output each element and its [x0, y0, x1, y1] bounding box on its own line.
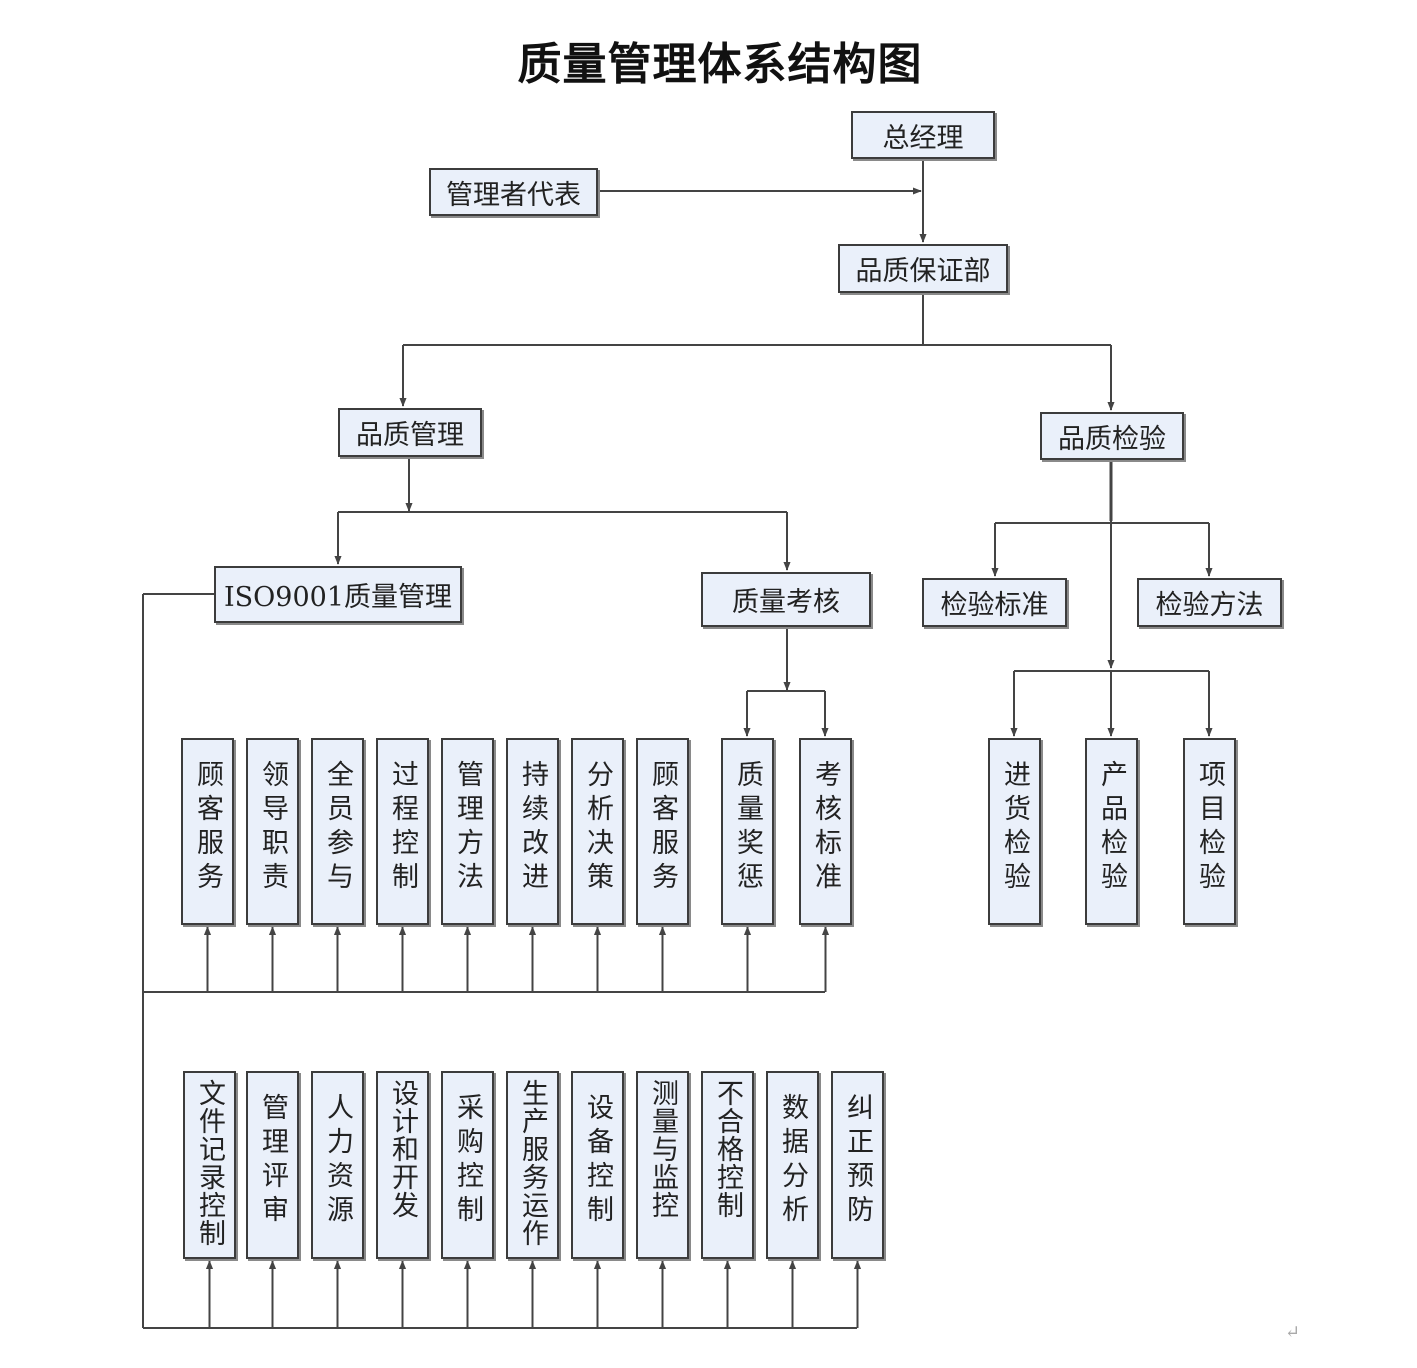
quality-inspection-box: 品质检验 [1040, 412, 1184, 460]
row2-item-label: 设计和开发 [387, 1079, 418, 1219]
row2-item-label: 纠正预防 [842, 1093, 873, 1229]
general-manager-box: 总经理 [851, 111, 995, 159]
row2-item-label: 采购控制 [452, 1093, 483, 1229]
row2-item-11: 纠正预防 [831, 1071, 884, 1259]
row2-item-10: 数据分析 [766, 1071, 819, 1259]
row1-item-3: 全员参与 [311, 738, 364, 925]
row2-item-3: 人力资源 [311, 1071, 364, 1259]
row2-item-label: 生产服务运作 [517, 1079, 548, 1247]
row2-item-label: 测量与监控 [647, 1079, 678, 1219]
row2-item-4: 设计和开发 [376, 1071, 429, 1259]
row1-item-label: 考核标准 [810, 760, 841, 896]
row2-item-label: 人力资源 [322, 1093, 353, 1229]
page-title: 质量管理体系结构图 [517, 39, 923, 90]
row2-item-2: 管理评审 [246, 1071, 299, 1259]
row1-item-7: 分析决策 [571, 738, 624, 925]
row1-item-label: 领导职责 [257, 760, 288, 896]
return-mark-icon: ↵ [1285, 1322, 1301, 1343]
row1-item-8: 顾客服务 [636, 738, 689, 925]
row1-item-label: 顾客服务 [647, 760, 678, 896]
management-representative-box: 管理者代表 [429, 168, 598, 216]
row1-item-label: 全员参与 [322, 760, 353, 896]
row1-item-2: 领导职责 [246, 738, 299, 925]
inspection-item-3: 项目检验 [1183, 738, 1236, 925]
row1-item-label: 质量奖惩 [732, 760, 763, 896]
inspection-item-2: 产品检验 [1085, 738, 1138, 925]
row2-item-6: 生产服务运作 [506, 1071, 559, 1259]
inspection-item-1: 进货检验 [988, 738, 1041, 925]
row2-item-5: 采购控制 [441, 1071, 494, 1259]
row1-item-label: 顾客服务 [192, 760, 223, 896]
row1-item-label: 分析决策 [582, 760, 613, 896]
row2-item-label: 数据分析 [777, 1093, 808, 1229]
row1-item-10: 考核标准 [799, 738, 852, 925]
quality-assessment-box: 质量考核 [701, 572, 871, 627]
row1-item-1: 顾客服务 [181, 738, 234, 925]
row1-item-9: 质量奖惩 [721, 738, 774, 925]
row1-item-label: 持续改进 [517, 760, 548, 896]
inspection-item-label: 项目检验 [1194, 760, 1225, 896]
row2-item-7: 设备控制 [571, 1071, 624, 1259]
row2-item-label: 管理评审 [257, 1093, 288, 1229]
inspection-method-box: 检验方法 [1137, 578, 1282, 627]
row2-item-label: 文件记录控制 [194, 1079, 225, 1247]
row1-item-label: 管理方法 [452, 760, 483, 896]
quality-assurance-dept-box: 品质保证部 [838, 244, 1008, 293]
row2-item-8: 测量与监控 [636, 1071, 689, 1259]
row1-item-label: 过程控制 [387, 760, 418, 896]
row2-item-label: 设备控制 [582, 1093, 613, 1229]
row1-item-5: 管理方法 [441, 738, 494, 925]
iso9001-quality-management-box: ISO9001质量管理 [214, 566, 462, 623]
quality-management-box: 品质管理 [338, 408, 482, 457]
inspection-item-label: 产品检验 [1096, 760, 1127, 896]
row1-item-4: 过程控制 [376, 738, 429, 925]
inspection-item-label: 进货检验 [999, 760, 1030, 896]
row1-item-6: 持续改进 [506, 738, 559, 925]
row2-item-9: 不合格控制 [701, 1071, 754, 1259]
inspection-standard-box: 检验标准 [922, 578, 1067, 627]
row2-item-label: 不合格控制 [712, 1079, 743, 1219]
row2-item-1: 文件记录控制 [183, 1071, 236, 1259]
